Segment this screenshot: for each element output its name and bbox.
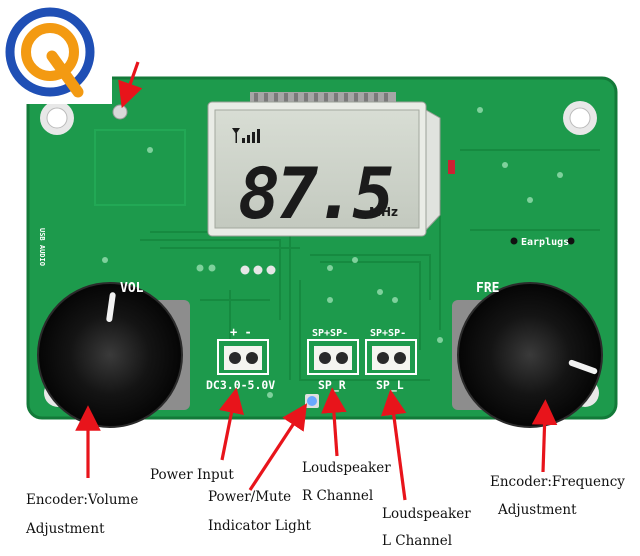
speaker-l-terminal: SP+SP- SP_L bbox=[365, 328, 417, 393]
earplugs-label: Earplugs bbox=[521, 237, 569, 248]
signal-strength-icon bbox=[232, 128, 260, 143]
brand-logo bbox=[0, 0, 112, 104]
caption-encoder-volume-line1: Encoder:Volume bbox=[26, 492, 139, 508]
speaker-r-pins-label: SP+SP- bbox=[312, 328, 348, 339]
power-rating-label: DC3.0-5.0V bbox=[206, 378, 275, 392]
test-pad bbox=[112, 104, 128, 120]
speaker-r-label: SP_R bbox=[318, 378, 346, 393]
caption-speaker-l-line1: Loudspeaker bbox=[382, 506, 471, 522]
volume-encoder-knob bbox=[37, 282, 190, 428]
speaker-l-pins-label: SP+SP- bbox=[370, 328, 406, 339]
lcd-display: 87.5 MHz bbox=[207, 92, 441, 237]
earplugs-pad bbox=[510, 237, 518, 245]
caption-encoder-frequency-line1: Encoder:Frequency bbox=[490, 474, 625, 490]
caption-speaker-l-line2: L Channel bbox=[382, 533, 453, 549]
component bbox=[448, 160, 455, 174]
power-polarity-label: + - bbox=[230, 325, 252, 339]
caption-power-mute-line1: Power/Mute bbox=[208, 489, 292, 505]
caption-power-mute-line2: Indicator Light bbox=[208, 518, 311, 534]
fre-label: FRE bbox=[476, 281, 499, 296]
earplugs-pad bbox=[567, 237, 575, 245]
speaker-l-label: SP_L bbox=[376, 378, 404, 393]
frequency-encoder-knob bbox=[452, 282, 603, 428]
lcd-frequency: 87.5 bbox=[238, 153, 392, 235]
side-label: USB AUDIO bbox=[38, 228, 46, 266]
vias bbox=[102, 107, 563, 398]
caption-encoder-frequency-line2: Adjustment bbox=[498, 502, 577, 518]
annotation-arrows bbox=[75, 61, 558, 501]
vol-label: VOL bbox=[120, 281, 144, 296]
power-mute-led bbox=[305, 394, 319, 408]
caption-speaker-r-line2: R Channel bbox=[302, 488, 374, 504]
caption-power-input: Power Input bbox=[150, 467, 234, 483]
lcd-unit: MHz bbox=[369, 205, 398, 219]
caption-encoder-volume-line2: Adjustment bbox=[26, 521, 105, 537]
caption-speaker-r-line1: Loudspeaker bbox=[302, 460, 391, 476]
